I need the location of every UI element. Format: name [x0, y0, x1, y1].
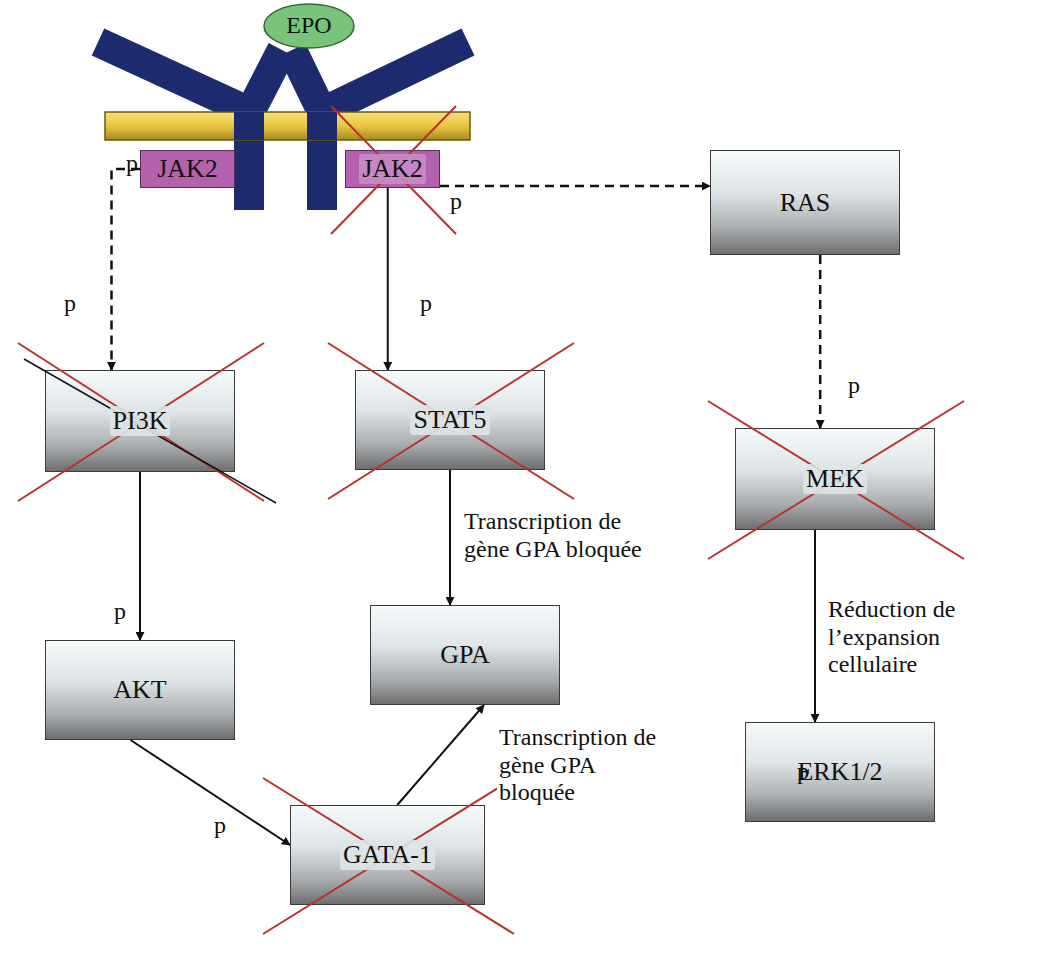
cross-stroke [328, 343, 574, 499]
cross-stroke [331, 106, 456, 234]
node-label: GATA-1 [340, 840, 435, 870]
dashed-arrow [819, 255, 822, 428]
node-label: JAK2 [359, 154, 426, 184]
cross-stroke [331, 106, 456, 234]
cross-stroke [708, 401, 964, 559]
kinase-box: JAK2 [140, 150, 235, 188]
edge-label: Transcription de gène GPA bloquée [462, 508, 671, 563]
cross-stroke [708, 401, 964, 559]
solid-arrow [131, 740, 291, 845]
receptor-arm [98, 42, 250, 112]
solid-arrow [387, 188, 389, 370]
edge-label: p [62, 290, 78, 318]
node-label: EPO [283, 12, 334, 40]
node-label: MEK [803, 464, 867, 494]
protein-box: GATA-1 [290, 805, 485, 905]
receptor-stem [307, 95, 337, 210]
node-label: RAS [777, 188, 834, 218]
protein-box: RAS [710, 150, 900, 255]
dashed-arrow [112, 169, 141, 370]
phospho-label: p [124, 150, 140, 178]
cross-stroke [18, 343, 264, 501]
receptor-stem [307, 112, 337, 140]
ligand-ellipse: EPO [263, 3, 355, 49]
protein-box: MEK [735, 428, 935, 530]
cross-stroke [263, 778, 514, 934]
edge-label: Transcription de gène GPA bloquée [497, 724, 676, 807]
cross-stroke [328, 343, 574, 499]
receptor-arm [322, 42, 468, 112]
node-label: STAT5 [410, 405, 489, 435]
protein-box: AKT [45, 640, 235, 740]
protein-box: PI3K [45, 370, 235, 472]
solid-arrow [397, 705, 484, 805]
protein-box: ERK1/2 [745, 722, 935, 822]
receptor-stem [234, 112, 264, 140]
edge-label: p [418, 290, 434, 318]
edge-label: p [846, 372, 862, 400]
phospho-label: p [795, 758, 811, 786]
cell-membrane [105, 112, 470, 140]
edge-label: p [112, 598, 128, 626]
solid-arrow [814, 530, 816, 722]
node-label: PI3K [110, 406, 171, 436]
edge-label: p [448, 188, 464, 216]
cross-stroke [24, 359, 276, 503]
edge-label: Réduction de l’expansion cellulaire [826, 596, 1030, 679]
cross-stroke [18, 343, 264, 501]
cross-stroke [263, 778, 514, 934]
dashed-arrow [440, 185, 710, 188]
edge-label: p [212, 812, 228, 840]
ligand-shape [264, 4, 354, 48]
solid-arrow [139, 472, 141, 640]
node-label: AKT [110, 675, 169, 705]
node-label: GPA [437, 640, 493, 670]
kinase-box: JAK2 [345, 150, 440, 188]
protein-box: GPA [370, 605, 560, 705]
node-label: JAK2 [154, 154, 221, 184]
receptor-stem [234, 95, 264, 210]
protein-box: STAT5 [355, 370, 545, 470]
solid-arrow [449, 470, 451, 605]
receptor [98, 42, 468, 112]
